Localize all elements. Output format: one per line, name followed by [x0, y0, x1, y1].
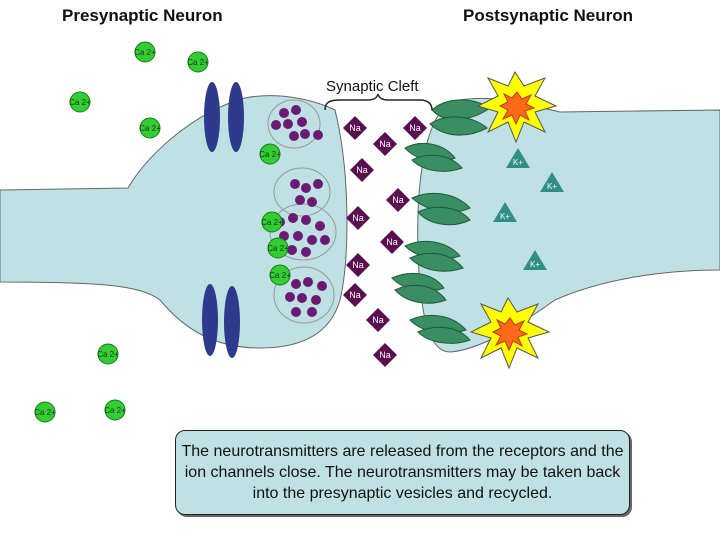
- svg-text:Na: Na: [409, 123, 421, 133]
- calcium-ion: Ca 2+: [269, 264, 291, 286]
- ions-layer: Ca 2+ Ca 2+ Ca 2+ Ca 2+ Ca 2+ Ca 2+ Ca 2+ Ca 2+…: [34, 41, 564, 423]
- sodium-ion: Na: [343, 116, 367, 140]
- svg-text:K+: K+: [530, 260, 540, 269]
- svg-text:Ca 2+: Ca 2+: [139, 124, 161, 133]
- calcium-ion: Ca 2+: [267, 237, 289, 259]
- sodium-ion: Na: [366, 308, 390, 332]
- sodium-ion: Na: [373, 343, 397, 367]
- caption-box: The neurotransmitters are released from …: [175, 430, 630, 515]
- svg-text:Ca 2+: Ca 2+: [261, 218, 283, 227]
- presynaptic-neuron-label: Presynaptic Neuron: [62, 6, 223, 25]
- postsynaptic-neuron-label: Postsynaptic Neuron: [463, 6, 634, 25]
- calcium-ion: Ca 2+: [69, 91, 91, 113]
- sodium-ion: Na: [350, 158, 374, 182]
- neurotransmitters: [271, 105, 330, 317]
- svg-text:Na: Na: [349, 123, 361, 133]
- svg-text:Ca 2+: Ca 2+: [97, 350, 119, 359]
- calcium-ion: Ca 2+: [187, 51, 209, 73]
- svg-text:Ca 2+: Ca 2+: [267, 244, 289, 253]
- svg-text:Na: Na: [352, 213, 364, 223]
- svg-text:Na: Na: [352, 260, 364, 270]
- synaptic-cleft-bracket: [324, 93, 433, 111]
- sodium-ion: Na: [343, 283, 367, 307]
- svg-text:Ca 2+: Ca 2+: [259, 150, 281, 159]
- sodium-ion: Na: [346, 253, 370, 277]
- potassium-ion: K+: [523, 250, 547, 270]
- potassium-ion: K+: [493, 202, 517, 222]
- sodium-ion: Na: [403, 116, 427, 140]
- svg-text:Ca 2+: Ca 2+: [269, 271, 291, 280]
- svg-text:Na: Na: [379, 139, 391, 149]
- svg-text:K+: K+: [513, 158, 523, 167]
- svg-text:K+: K+: [500, 212, 510, 221]
- calcium-ion: Ca 2+: [34, 401, 56, 423]
- svg-text:Ca 2+: Ca 2+: [134, 48, 156, 57]
- action-potential-star-top: [476, 70, 558, 144]
- svg-text:Na: Na: [356, 165, 368, 175]
- action-potential-star-bottom: [469, 296, 551, 370]
- sodium-ion: Na: [386, 188, 410, 212]
- caption-text: The neurotransmitters are released from …: [181, 443, 624, 502]
- sodium-ion: Na: [380, 230, 404, 254]
- svg-text:K+: K+: [547, 182, 557, 191]
- svg-text:Ca 2+: Ca 2+: [34, 408, 56, 417]
- svg-text:Ca 2+: Ca 2+: [187, 58, 209, 67]
- sodium-ion: Na: [346, 206, 370, 230]
- svg-text:Na: Na: [379, 350, 391, 360]
- svg-text:Ca 2+: Ca 2+: [104, 406, 126, 415]
- calcium-channels: [202, 82, 244, 358]
- svg-text:Na: Na: [386, 237, 398, 247]
- receptors: [391, 99, 491, 344]
- calcium-ion: Ca 2+: [97, 343, 119, 365]
- postsynaptic-dendrite: [417, 97, 720, 353]
- potassium-ion: K+: [540, 172, 564, 192]
- synaptic-cleft-label: Synaptic Cleft: [326, 78, 419, 95]
- calcium-ion: Ca 2+: [139, 117, 161, 139]
- svg-text:Na: Na: [372, 315, 384, 325]
- svg-text:Ca 2+: Ca 2+: [69, 98, 91, 107]
- svg-text:Na: Na: [349, 290, 361, 300]
- calcium-ion: Ca 2+: [134, 41, 156, 63]
- sodium-ion: Na: [373, 132, 397, 156]
- calcium-ion: Ca 2+: [259, 143, 281, 165]
- svg-text:Na: Na: [392, 195, 404, 205]
- calcium-ion: Ca 2+: [104, 399, 126, 421]
- potassium-ion: K+: [506, 148, 530, 168]
- calcium-ion: Ca 2+: [261, 211, 283, 233]
